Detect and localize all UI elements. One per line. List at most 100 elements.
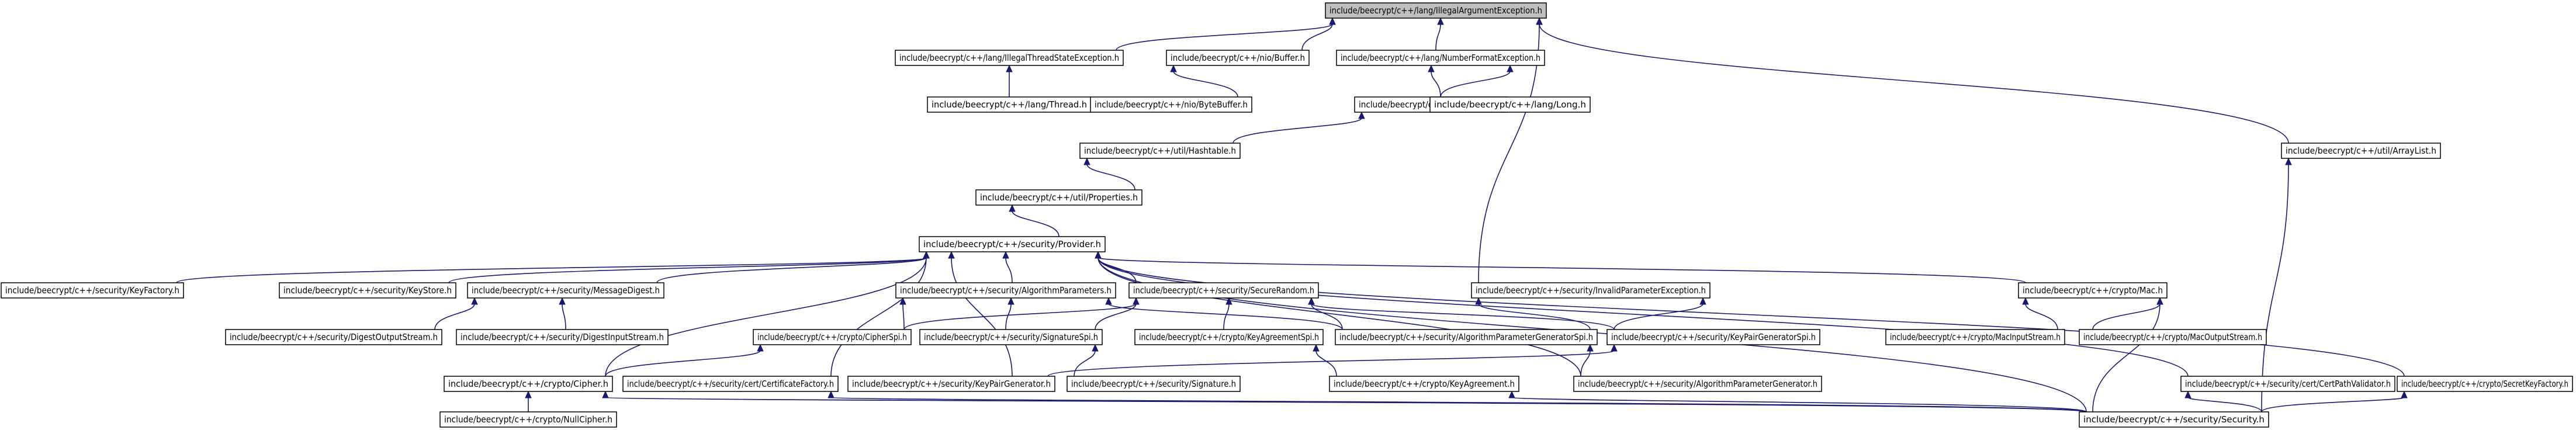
edge-CertificateFactory-to-Provider (830, 257, 927, 377)
edge-KeyFactory-to-Provider (176, 257, 927, 283)
arrowhead (471, 297, 478, 305)
node-box (2281, 143, 2441, 159)
node-array-list[interactable]: include/beecrypt/c++/util/ArrayList.h (2281, 143, 2441, 159)
edge-Mac-to-Provider (1097, 257, 2026, 283)
edge-AlgorithmParameterGeneratorSpi-to-InvalidParameterException (1478, 303, 1591, 330)
arrowhead (1536, 17, 1543, 25)
node-key-agreement[interactable]: include/beecrypt/c++/crypto/KeyAgreement… (1329, 376, 1519, 392)
node-cert-path-validator[interactable]: include/beecrypt/c++/security/cert/CertP… (2180, 376, 2395, 392)
node-box (927, 96, 1092, 113)
node-label: include/beecrypt/c++/util/ArrayList.h (2286, 145, 2436, 156)
node-label: include/beecrypt/c++/crypto/CipherSpi.h (757, 332, 907, 342)
arrowhead (827, 390, 835, 398)
node-box (1067, 376, 1241, 392)
arrowhead (1308, 297, 1315, 305)
arrowhead (1358, 111, 1365, 119)
node-mac-output-stream[interactable]: include/beecrypt/c++/crypto/MacOutputStr… (2079, 329, 2267, 345)
node-message-digest[interactable]: include/beecrypt/c++/security/MessageDig… (467, 282, 664, 299)
node-box (1325, 2, 1547, 19)
node-label: include/beecrypt/c++/security/Provider.h (923, 239, 1101, 249)
node-box (2079, 329, 2267, 345)
arrowhead (948, 251, 955, 259)
node-cipher-spi[interactable]: include/beecrypt/c++/crypto/CipherSpi.h (753, 329, 912, 345)
node-box (444, 376, 613, 392)
node-box (456, 329, 669, 345)
node-key-store[interactable]: include/beecrypt/c++/security/KeyStore.h (279, 282, 456, 299)
edge-Cipher-to-CipherSpi (605, 350, 761, 377)
node-long[interactable]: include/beecrypt/c++/lang/Long.h (1429, 96, 1591, 113)
node-key-factory[interactable]: include/beecrypt/c++/security/KeyFactory… (1, 282, 184, 299)
edge-AlgorithmParameterGeneratorSpi-to-AlgorithmParameters (1108, 303, 1343, 330)
node-signature-spi[interactable]: include/beecrypt/c++/security/SignatureS… (919, 329, 1103, 345)
edge-Integer-to-NumberFormatException (1431, 71, 1441, 98)
node-box (1336, 50, 1545, 66)
node-algorithm-parameters[interactable]: include/beecrypt/c++/security/AlgorithmP… (895, 282, 1116, 299)
edge-Hashtable-to-Integer (1232, 117, 1362, 144)
node-key-pair-generator-spi[interactable]: include/beecrypt/c++/security/KeyPairGen… (1606, 329, 1820, 345)
node-mac-input-stream[interactable]: include/beecrypt/c++/crypto/MacInputStre… (1885, 329, 2065, 345)
node-hashtable[interactable]: include/beecrypt/c++/util/Hashtable.h (1079, 143, 1241, 159)
node-label: include/beecrypt/c++/lang/IllegalThreadS… (899, 53, 1119, 63)
node-box (1079, 143, 1241, 159)
node-number-format-exception[interactable]: include/beecrypt/c++/lang/NumberFormatEx… (1336, 50, 1545, 66)
node-cipher[interactable]: include/beecrypt/c++/crypto/Cipher.h (444, 376, 613, 392)
edge-SignatureSpi-to-AlgorithmParameters (1005, 303, 1012, 330)
node-algorithm-parameter-generator-spi[interactable]: include/beecrypt/c++/security/AlgorithmP… (1335, 329, 1598, 345)
node-label: include/beecrypt/c++/security/cert/CertP… (2185, 379, 2391, 389)
node-secret-key-factory[interactable]: include/beecrypt/c++/crypto/SecretKeyFac… (2397, 376, 2573, 392)
node-byte-buffer[interactable]: include/beecrypt/c++/nio/ByteBuffer.h (1090, 96, 1252, 113)
node-buffer[interactable]: include/beecrypt/c++/nio/Buffer.h (1166, 50, 1310, 66)
node-key-pair-generator[interactable]: include/beecrypt/c++/security/KeyPairGen… (847, 376, 1055, 392)
edge-AlgorithmParameterGenerator-to-Provider (1097, 257, 1581, 377)
edge-KeyPairGeneratorSpi-to-SecureRandom (1311, 303, 1615, 330)
node-key-agreement-spi[interactable]: include/beecrypt/c++/crypto/KeyAgreement… (1134, 329, 1324, 345)
node-certificate-factory[interactable]: include/beecrypt/c++/security/cert/Certi… (622, 376, 839, 392)
arrowhead (559, 297, 566, 305)
node-null-cipher[interactable]: include/beecrypt/c++/crypto/NullCipher.h (439, 411, 617, 428)
node-box (279, 282, 456, 299)
node-label: include/beecrypt/c++/util/Hashtable.h (1084, 145, 1236, 156)
node-provider[interactable]: include/beecrypt/c++/security/Provider.h (919, 236, 1106, 252)
arrowhead (2285, 157, 2292, 165)
node-box (975, 189, 1142, 206)
node-properties[interactable]: include/beecrypt/c++/util/Properties.h (975, 189, 1142, 206)
node-label: include/beecrypt/c++/lang/Thread.h (932, 99, 1087, 110)
edge-Security-to-SecretKeyFactory (2261, 397, 2405, 412)
arrowhead (1428, 64, 1435, 72)
arrowhead (1611, 344, 1618, 352)
node-label: include/beecrypt/c++/security/AlgorithmP… (900, 285, 1112, 296)
node-box (2397, 376, 2573, 392)
node-signature[interactable]: include/beecrypt/c++/security/Signature.… (1067, 376, 1241, 392)
node-box (1090, 96, 1252, 113)
node-algorithm-parameter-generator[interactable]: include/beecrypt/c++/security/AlgorithmP… (1573, 376, 1822, 392)
arrowhead (2401, 390, 2408, 398)
node-illegal-argument-exception[interactable]: include/beecrypt/c++/lang/IllegalArgumen… (1325, 2, 1547, 19)
node-thread[interactable]: include/beecrypt/c++/lang/Thread.h (927, 96, 1092, 113)
edge-AlgorithmParameterGeneratorSpi-to-SecureRandom (1311, 303, 1343, 330)
node-label: include/beecrypt/c++/security/AlgorithmP… (1578, 379, 1817, 389)
arrowhead (1329, 17, 1336, 25)
node-label: include/beecrypt/c++/security/DigestInpu… (461, 332, 664, 342)
node-digest-output-stream[interactable]: include/beecrypt/c++/security/DigestOutp… (225, 329, 442, 345)
node-mac[interactable]: include/beecrypt/c++/crypto/Mac.h (2018, 282, 2168, 299)
node-digest-input-stream[interactable]: include/beecrypt/c++/security/DigestInpu… (456, 329, 669, 345)
node-security[interactable]: include/beecrypt/c++/security/Security.h (2079, 411, 2269, 428)
node-invalid-parameter-exception[interactable]: include/beecrypt/c++/security/InvalidPar… (1471, 282, 1711, 299)
node-illegal-thread-state-exception[interactable]: include/beecrypt/c++/lang/IllegalThreadS… (895, 50, 1124, 66)
arrowhead (1225, 297, 1232, 305)
edge-DigestInputStream-to-MessageDigest (562, 303, 566, 330)
edges-layer (176, 17, 2408, 412)
edge-DigestOutputStream-to-MessageDigest (434, 303, 475, 330)
edge-AlgorithmParameters-to-Provider (1005, 257, 1013, 283)
node-label: include/beecrypt/c++/security/Security.h (2083, 414, 2265, 425)
edge-SecretKeyFactory-to-Provider (1097, 257, 2405, 377)
edge-ArrayList-to-IllegalArgumentException (1539, 23, 2289, 144)
arrowhead (2022, 297, 2029, 305)
node-box (225, 329, 442, 345)
node-secure-random[interactable]: include/beecrypt/c++/security/SecureRand… (1128, 282, 1319, 299)
node-box (753, 329, 912, 345)
edge-ByteBuffer-to-Buffer (1173, 71, 1238, 98)
node-label: include/beecrypt/c++/security/DigestOutp… (230, 332, 438, 342)
edge-KeyPairGenerator-to-Provider (951, 257, 1013, 377)
